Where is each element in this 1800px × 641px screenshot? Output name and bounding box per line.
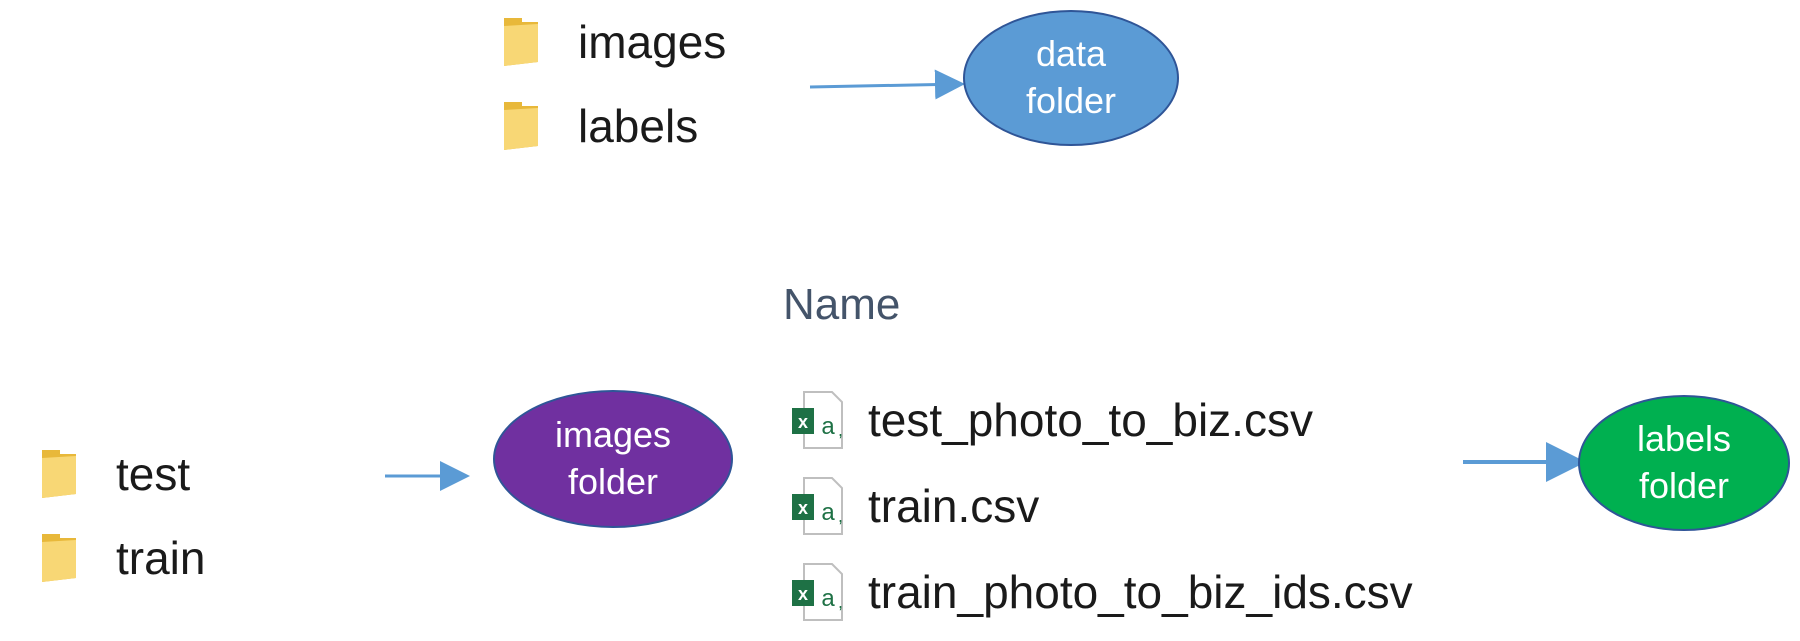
svg-text:x: x	[798, 584, 808, 604]
folder-icon	[504, 18, 538, 66]
callout-line: images	[554, 414, 672, 456]
arrow-to-data-folder	[809, 69, 965, 100]
callout-labels-folder: labels folder	[1578, 395, 1790, 531]
svg-text:x: x	[798, 412, 808, 432]
excel-csv-icon: x a ,	[792, 391, 843, 449]
svg-text:a: a	[821, 585, 835, 612]
column-header-name[interactable]: Name	[783, 280, 901, 329]
file-row[interactable]: x a , train_photo_to_biz_ids.csv	[790, 562, 1413, 622]
file-row[interactable]: x a , train.csv	[790, 476, 1039, 536]
callout-line: labels	[1636, 418, 1732, 460]
folder-name: images	[578, 16, 727, 68]
svg-text:,: ,	[838, 506, 843, 526]
folder-icon	[42, 534, 76, 582]
svg-text:a: a	[821, 413, 835, 440]
callout-images-folder: images folder	[493, 390, 733, 528]
file-name: train.csv	[868, 480, 1040, 532]
svg-text:x: x	[798, 498, 808, 518]
folder-row[interactable]: images	[500, 16, 726, 68]
callout-line: data	[1035, 33, 1107, 75]
folder-icon	[504, 102, 538, 150]
folder-name: test	[116, 448, 191, 500]
excel-csv-icon: x a ,	[792, 477, 843, 535]
callout-line: folder	[1025, 80, 1117, 121]
folder-name: train	[116, 532, 206, 584]
file-row[interactable]: x a , test_photo_to_biz.csv	[790, 390, 1313, 450]
excel-csv-icon: x a ,	[792, 563, 843, 621]
file-name: test_photo_to_biz.csv	[868, 394, 1313, 446]
svg-text:,: ,	[838, 592, 843, 612]
folder-name: labels	[578, 100, 699, 152]
svg-text:,: ,	[838, 420, 843, 440]
svg-text:a: a	[821, 499, 835, 526]
folder-icon	[42, 450, 76, 498]
callout-data-folder: data folder	[963, 10, 1179, 146]
callout-line: folder	[567, 461, 659, 502]
folder-row[interactable]: test	[38, 448, 190, 500]
folder-row[interactable]: labels	[500, 100, 698, 152]
callout-line: folder	[1638, 465, 1730, 506]
folder-row[interactable]: train	[38, 532, 205, 584]
file-name: train_photo_to_biz_ids.csv	[868, 566, 1413, 618]
